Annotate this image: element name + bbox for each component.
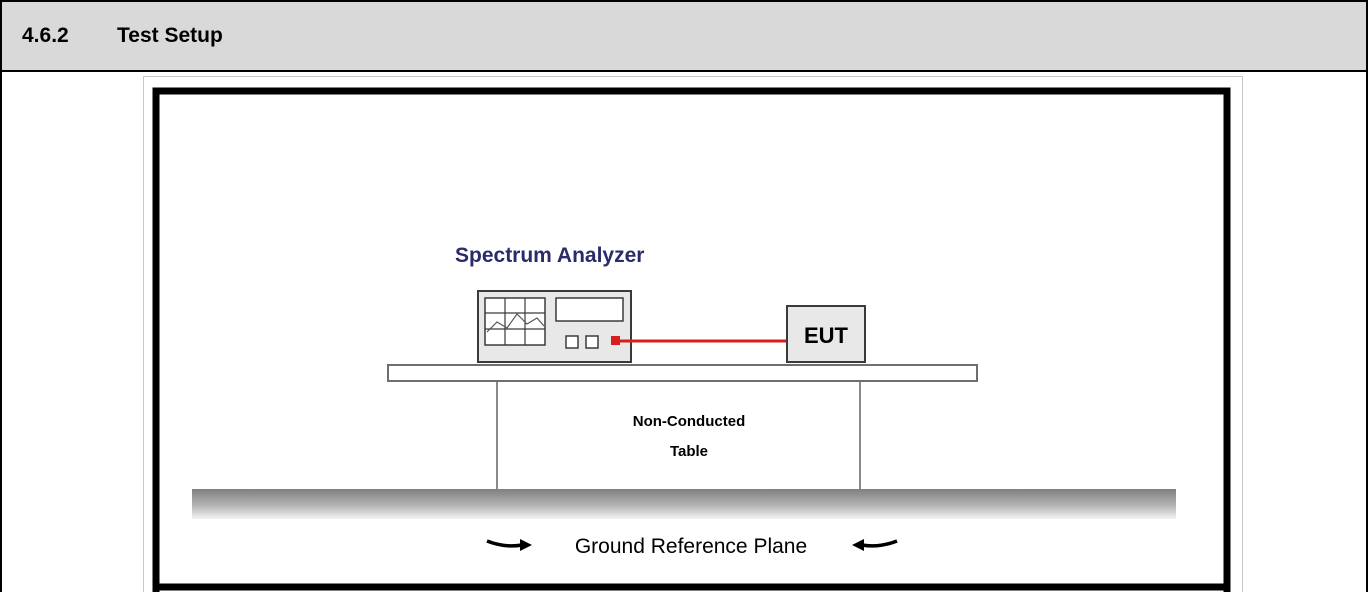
analyzer-port <box>611 336 620 345</box>
eut-label: EUT <box>804 323 849 348</box>
analyzer-label: Spectrum Analyzer <box>455 244 644 267</box>
table-label-line1: Non-Conducted <box>633 413 745 430</box>
ground-label: Ground Reference Plane <box>575 535 807 558</box>
table-label-line2: Table <box>670 443 708 460</box>
ground-arrow-right-icon <box>861 539 898 548</box>
analyzer-trace <box>486 313 545 333</box>
analyzer-button-1 <box>565 335 579 349</box>
ground-arrow-left-head-icon <box>520 539 532 551</box>
ground-arrow-right-head-icon <box>852 539 864 551</box>
analyzer-screen <box>484 297 546 346</box>
analyzer-display <box>555 297 624 322</box>
ground-plane <box>192 489 1176 519</box>
analyzer-button-2 <box>585 335 599 349</box>
eut-box <box>786 305 866 363</box>
section-number: 4.6.2 <box>22 24 69 47</box>
table-top <box>387 364 978 382</box>
spectrum-analyzer <box>477 290 632 363</box>
ground-arrow-left-icon <box>486 539 523 548</box>
section-title: Test Setup <box>117 24 223 47</box>
section-header: 4.6.2 Test Setup <box>2 2 1366 72</box>
diagram-border <box>152 87 1231 592</box>
